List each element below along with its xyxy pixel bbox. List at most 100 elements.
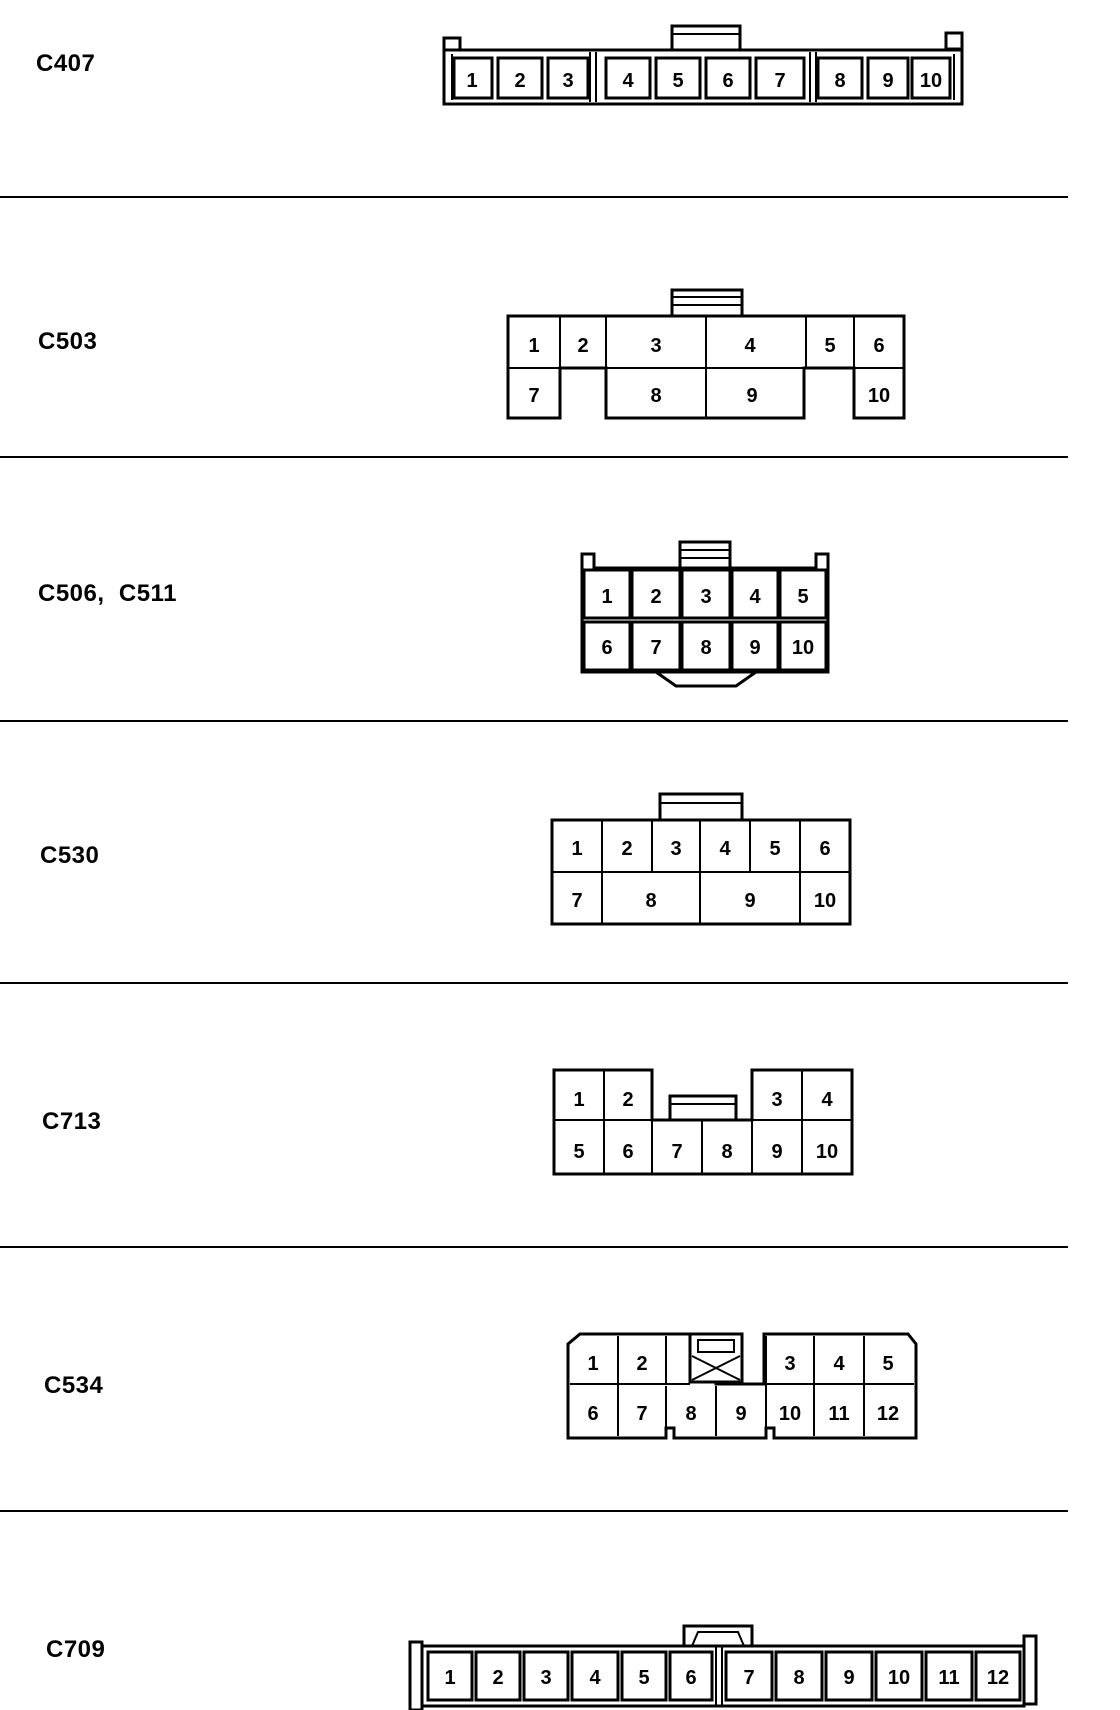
connector-c709: 1 2 3 4 5 6 7 8 9 10 11 12 xyxy=(408,1624,1038,1710)
pin-number: 7 xyxy=(671,1141,682,1163)
pin-number: 7 xyxy=(774,70,785,92)
pin-number: 6 xyxy=(685,1667,696,1689)
pin-number: 7 xyxy=(650,637,661,659)
pin-number: 8 xyxy=(700,637,711,659)
pin-number: 12 xyxy=(877,1403,899,1425)
pin-cell xyxy=(522,1650,570,1702)
pin-number: 2 xyxy=(650,586,661,608)
pin-number: 2 xyxy=(514,70,525,92)
pin-cell xyxy=(774,1650,824,1702)
pin-cell xyxy=(778,620,828,672)
pin-number: 1 xyxy=(587,1353,598,1375)
pin-number: 3 xyxy=(771,1089,782,1111)
connector-c506-c511: 1 2 3 4 5 6 7 8 9 10 xyxy=(580,540,830,688)
pin-cell xyxy=(620,1650,668,1702)
pin-number: 7 xyxy=(528,385,539,407)
pin-number: 10 xyxy=(868,385,890,407)
pin-cell xyxy=(974,1650,1022,1702)
pin-cell xyxy=(824,1650,874,1702)
pin-number: 9 xyxy=(771,1141,782,1163)
pin-number: 7 xyxy=(743,1667,754,1689)
connector-label-c709: C709 xyxy=(46,1636,106,1663)
pin-number: 2 xyxy=(621,838,632,860)
pin-number: 11 xyxy=(938,1667,959,1689)
pin-number: 10 xyxy=(792,637,814,659)
connector-latch xyxy=(678,540,732,570)
pin-number: 4 xyxy=(622,70,634,92)
pin-cell xyxy=(680,620,732,672)
connector-c713: 1 2 3 4 5 6 7 8 9 10 xyxy=(552,1068,854,1176)
pin-number: 5 xyxy=(672,70,683,92)
pin-number: 8 xyxy=(650,385,661,407)
pin-number: 4 xyxy=(744,335,756,357)
pin-number: 6 xyxy=(601,637,612,659)
pin-number: 9 xyxy=(744,890,755,912)
pin-number: 10 xyxy=(816,1141,838,1163)
pin-number: 3 xyxy=(562,70,573,92)
pin-cell xyxy=(778,568,828,620)
pin-cell xyxy=(816,56,864,100)
pin-cell xyxy=(582,568,632,620)
pin-number: 4 xyxy=(833,1353,845,1375)
pin-cell xyxy=(724,1650,774,1702)
pin-number: 6 xyxy=(587,1403,598,1425)
pin-cell xyxy=(604,56,652,100)
pin-number: 3 xyxy=(670,838,681,860)
pin-number: 9 xyxy=(735,1403,746,1425)
section-divider xyxy=(0,982,1068,984)
pin-number: 6 xyxy=(722,70,733,92)
pin-cell xyxy=(910,56,952,100)
pin-number: 9 xyxy=(882,70,893,92)
pin-cell xyxy=(630,568,682,620)
section-divider xyxy=(0,196,1068,198)
connector-c503: 1 2 3 4 5 6 7 8 9 10 xyxy=(506,288,906,420)
pin-number: 4 xyxy=(821,1089,833,1111)
pin-number: 7 xyxy=(636,1403,647,1425)
pin-number: 10 xyxy=(814,890,836,912)
section-divider xyxy=(0,1246,1068,1248)
pin-cell xyxy=(546,56,590,100)
connector-c534: 1 2 3 4 5 6 7 8 9 10 11 12 xyxy=(566,1332,918,1440)
connector-latch xyxy=(658,792,744,822)
pin-cell xyxy=(866,56,910,100)
pin-number: 10 xyxy=(779,1403,801,1425)
pin-number: 5 xyxy=(573,1141,584,1163)
connector-label-c503: C503 xyxy=(38,328,98,355)
pin-number: 8 xyxy=(645,890,656,912)
connector-latch xyxy=(670,24,742,52)
pin-number: 3 xyxy=(650,335,661,357)
pin-number: 3 xyxy=(700,586,711,608)
connector-latch xyxy=(670,288,744,318)
pin-number: 3 xyxy=(784,1353,795,1375)
section-divider xyxy=(0,720,1068,722)
pin-number: 5 xyxy=(824,335,835,357)
pin-number: 1 xyxy=(528,335,539,357)
pin-number: 8 xyxy=(721,1141,732,1163)
pin-cell xyxy=(570,1650,620,1702)
pin-number: 2 xyxy=(577,335,588,357)
pin-cell xyxy=(426,1650,474,1702)
connector-label-c407: C407 xyxy=(36,50,96,77)
pin-cell xyxy=(924,1650,974,1702)
pin-number: 12 xyxy=(987,1667,1009,1689)
pin-cell xyxy=(452,56,494,100)
pin-number: 1 xyxy=(601,586,612,608)
pin-number: 5 xyxy=(769,838,780,860)
pin-number: 9 xyxy=(746,385,757,407)
connector-latch xyxy=(668,1094,738,1122)
pin-number: 2 xyxy=(622,1089,633,1111)
section-divider xyxy=(0,456,1068,458)
connector-label-c713: C713 xyxy=(42,1108,102,1135)
pin-cell xyxy=(474,1650,522,1702)
pin-cell xyxy=(654,56,702,100)
connector-label-c506-c511: C506, C511 xyxy=(38,580,177,607)
pin-number: 1 xyxy=(466,70,477,92)
pin-cell xyxy=(874,1650,924,1702)
pin-number: 5 xyxy=(882,1353,893,1375)
pin-number: 1 xyxy=(444,1667,455,1689)
pin-number: 1 xyxy=(573,1089,584,1111)
pin-number: 10 xyxy=(888,1667,910,1689)
pin-number: 8 xyxy=(834,70,845,92)
pin-number: 4 xyxy=(749,586,761,608)
pin-cell xyxy=(704,56,752,100)
